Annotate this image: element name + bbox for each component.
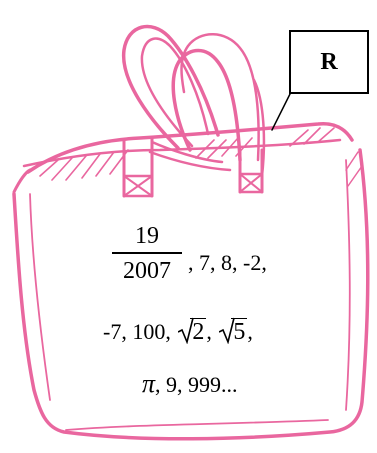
- line2-prefix: -7, 100,: [103, 319, 171, 344]
- number-list-line2: -7, 100, 2 , 5 ,: [103, 317, 253, 345]
- back-handle: [121, 24, 220, 150]
- radical-sign-icon: [219, 317, 236, 344]
- separator: ,: [247, 319, 253, 344]
- front-handle: [171, 48, 242, 162]
- fraction-denominator: 2007: [123, 257, 171, 284]
- line3-rest: , 9, 999...: [155, 372, 238, 397]
- sqrt-5-radicand: 5: [231, 318, 248, 345]
- number-list-line3: π, 9, 999...: [142, 369, 238, 399]
- sqrt-2: 2: [178, 317, 207, 345]
- separator: ,: [206, 319, 212, 344]
- label-connector: [271, 93, 291, 131]
- bag-rim: [26, 121, 354, 174]
- fraction-bar: [112, 252, 182, 254]
- set-label-box: R: [289, 30, 369, 94]
- radical-sign-icon: [178, 317, 195, 344]
- set-label: R: [320, 48, 338, 75]
- number-list-line1: , 7, 8, -2,: [188, 250, 267, 275]
- pi-symbol: π: [142, 369, 156, 398]
- sqrt-5: 5: [219, 317, 248, 345]
- bag-body: [12, 148, 370, 441]
- sqrt-2-radicand: 2: [190, 318, 207, 345]
- fraction-numerator: 19: [135, 223, 159, 249]
- fraction: 19 2007: [112, 222, 182, 285]
